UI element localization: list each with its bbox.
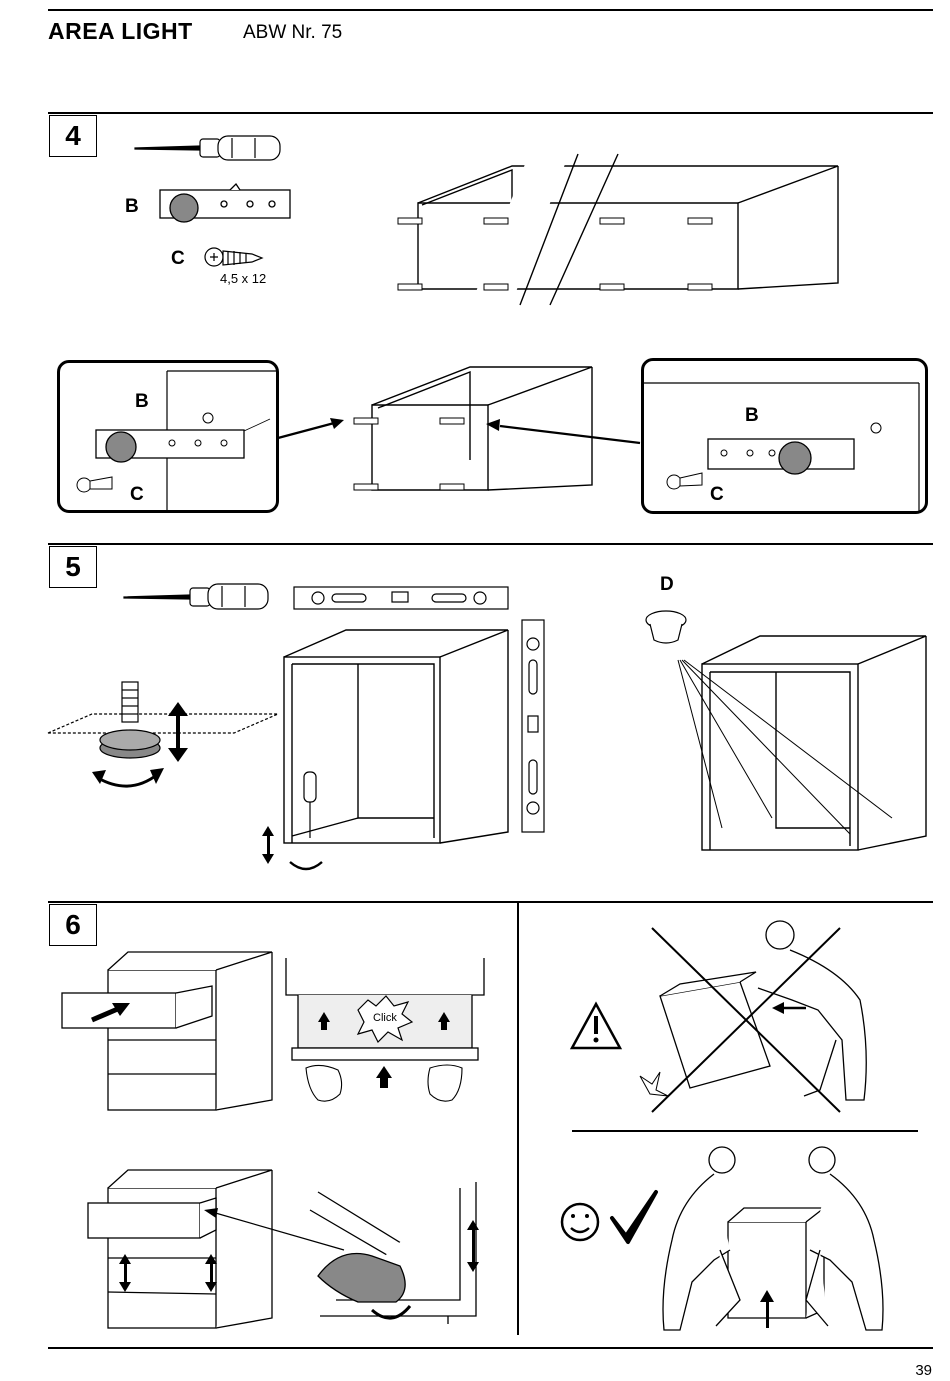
dresser-drawer-adjust-drawing <box>88 1170 272 1328</box>
dresser-drawer-in-drawing <box>62 952 272 1110</box>
two-person-lift-drawing <box>663 1147 883 1330</box>
height-adjuster-detail <box>310 1182 476 1324</box>
page-number: 39 <box>915 1362 932 1379</box>
smiley-icon <box>562 1204 598 1240</box>
checkmark-icon <box>612 1192 656 1242</box>
warning-triangle-icon <box>572 1004 620 1048</box>
click-label: Click <box>373 1012 397 1024</box>
